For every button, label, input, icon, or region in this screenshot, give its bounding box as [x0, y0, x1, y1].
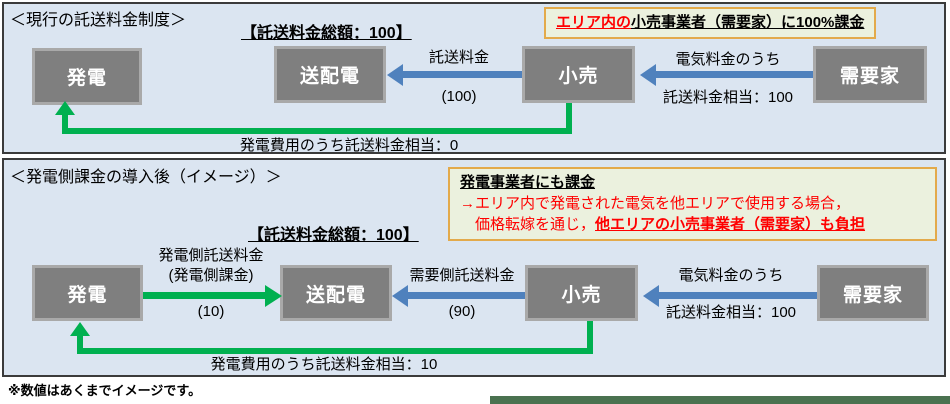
fee-label: 託送料金 [428, 49, 490, 66]
green-line-vertical [77, 336, 83, 354]
panel2-title: ＜発電側課金の導入後（イメージ）＞ [10, 169, 282, 186]
arrow-up-icon [70, 322, 90, 336]
panel1-callout-rest: 小売事業者（需要家）に100%課金 [631, 14, 865, 31]
arrow-left-icon [392, 285, 408, 307]
panel1-callout: エリア内の小売事業者（需要家）に100%課金 [544, 7, 877, 39]
panel2-total-fee-label: 【託送料金総額：100】 [248, 227, 419, 244]
demand-fee-value: (90) [448, 303, 476, 320]
panel2-callout: 発電事業者にも課金 →エリア内で発電された電気を他エリアで使用する場合， 価格転… [448, 167, 937, 241]
panel1-callout-highlight: エリア内の [556, 14, 632, 31]
electric-fee-label: 電気料金のうち [675, 51, 781, 68]
panel-after-introduction: ＜発電側課金の導入後（イメージ）＞ 発電事業者にも課金 →エリア内で発電された電… [2, 158, 946, 377]
panel2-callout-line2: →エリア内で発電された電気を他エリアで使用する場合， [460, 195, 851, 212]
box-generation: 発電 [32, 48, 142, 105]
green-line-horizontal [77, 348, 593, 354]
arrow-left-icon [643, 285, 659, 307]
arrow-left-icon [640, 64, 656, 86]
generation-fee-value: (10) [197, 303, 225, 320]
green-line-vertical [587, 321, 593, 354]
box-consumer: 需要家 [817, 265, 929, 321]
fee-value: (100) [441, 88, 477, 105]
panel2-callout-line1: 発電事業者にも課金 [460, 174, 596, 191]
fee-equivalent-label: 託送料金相当：100 [662, 89, 794, 106]
generation-fee-label: 発電側託送料金 [158, 247, 264, 264]
panel1-total-fee-label: 【託送料金総額：100】 [241, 25, 412, 42]
arrow-shaft [654, 71, 813, 78]
box-retail: 小売 [522, 46, 635, 103]
arrow-left-icon [387, 64, 403, 86]
fee-equivalent-label: 託送料金相当：100 [665, 304, 797, 321]
box-consumer: 需要家 [813, 46, 927, 103]
box-generation: 発電 [32, 265, 143, 321]
box-transmission: 送配電 [280, 265, 392, 321]
green-line-horizontal [62, 128, 572, 134]
electric-fee-label: 電気料金のうち [678, 267, 784, 284]
panel2-callout-line3-emphasis: 他エリアの小売事業者（需要家）も負担 [595, 216, 866, 233]
panel-current-system: ＜現行の託送料金制度＞ 【託送料金総額：100】 エリア内の小売事業者（需要家）… [2, 2, 946, 154]
panel2-callout-line3-prefix: 価格転嫁を通じ， [475, 216, 596, 233]
arrow-shaft [406, 292, 525, 299]
arrow-shaft [657, 292, 817, 299]
box-transmission: 送配電 [274, 46, 386, 103]
demand-fee-label: 需要側託送料金 [409, 267, 515, 284]
green-line-vertical [62, 115, 68, 134]
return-fee-label: 発電費用のうち託送料金相当：10 [210, 356, 438, 373]
panel1-title: ＜現行の託送料金制度＞ [10, 12, 187, 29]
generation-fee-sublabel: (発電側課金) [168, 267, 254, 284]
arrow-shaft [143, 292, 267, 299]
arrow-shaft [401, 71, 522, 78]
arrow-right-icon [265, 285, 282, 307]
green-line-vertical [566, 103, 572, 134]
box-retail: 小売 [525, 265, 638, 321]
footnote: ※数値はあくまでイメージです。 [8, 383, 202, 398]
bottom-green-bar [490, 396, 950, 404]
arrow-up-icon [55, 101, 75, 115]
return-fee-label: 発電費用のうち託送料金相当：0 [239, 137, 459, 154]
